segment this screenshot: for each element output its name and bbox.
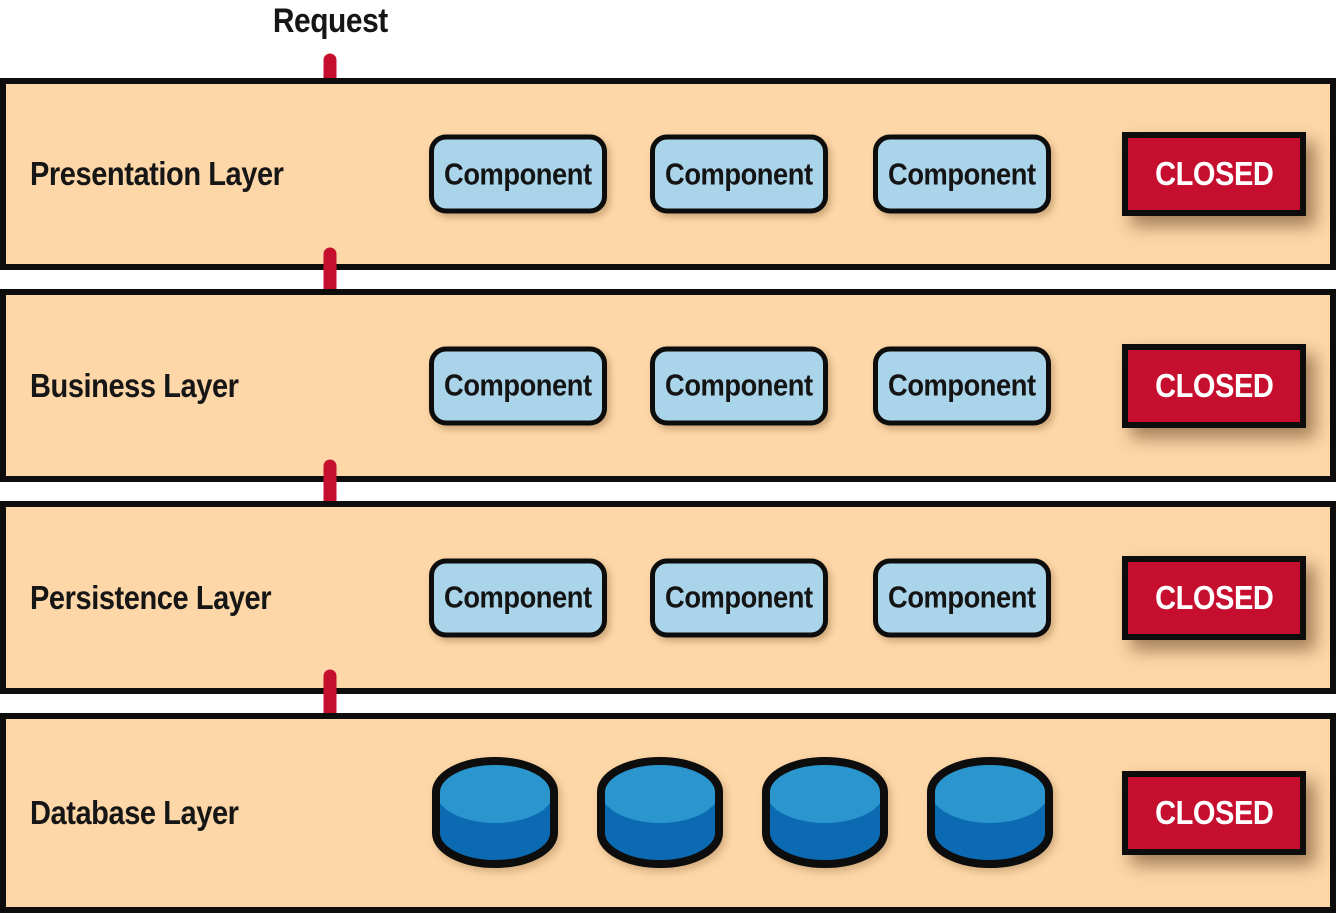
layer-business: Business Layer Component Component Compo… <box>0 289 1336 482</box>
request-label-text: Request <box>272 2 388 40</box>
request-label: Request <box>230 2 430 41</box>
component-box: Component <box>873 346 1051 425</box>
component-box: Component <box>429 346 607 425</box>
database-cylinder-icon <box>597 757 723 868</box>
closed-badge: CLOSED <box>1122 132 1306 216</box>
layer-label: Business Layer <box>30 366 239 404</box>
database-cylinder-icon <box>432 757 558 868</box>
layer-database: Database Layer CLOSED <box>0 713 1336 913</box>
layer-label: Presentation Layer <box>30 155 284 192</box>
layer-persistence: Persistence Layer Component Component Co… <box>0 501 1336 694</box>
database-cylinder-icon <box>927 757 1053 868</box>
component-box: Component <box>650 134 828 214</box>
layer-label: Database Layer <box>30 794 239 831</box>
closed-badge: CLOSED <box>1122 555 1306 640</box>
component-box: Component <box>429 558 607 637</box>
component-box: Component <box>873 134 1051 214</box>
component-box: Component <box>873 558 1051 637</box>
layer-presentation: Presentation Layer Component Component C… <box>0 78 1336 270</box>
component-box: Component <box>650 558 828 637</box>
database-cylinder-icon <box>762 757 888 868</box>
closed-badge: CLOSED <box>1122 771 1306 855</box>
component-box: Component <box>650 346 828 425</box>
layer-label: Persistence Layer <box>30 578 272 616</box>
closed-badge: CLOSED <box>1122 343 1306 428</box>
component-box: Component <box>429 134 607 214</box>
